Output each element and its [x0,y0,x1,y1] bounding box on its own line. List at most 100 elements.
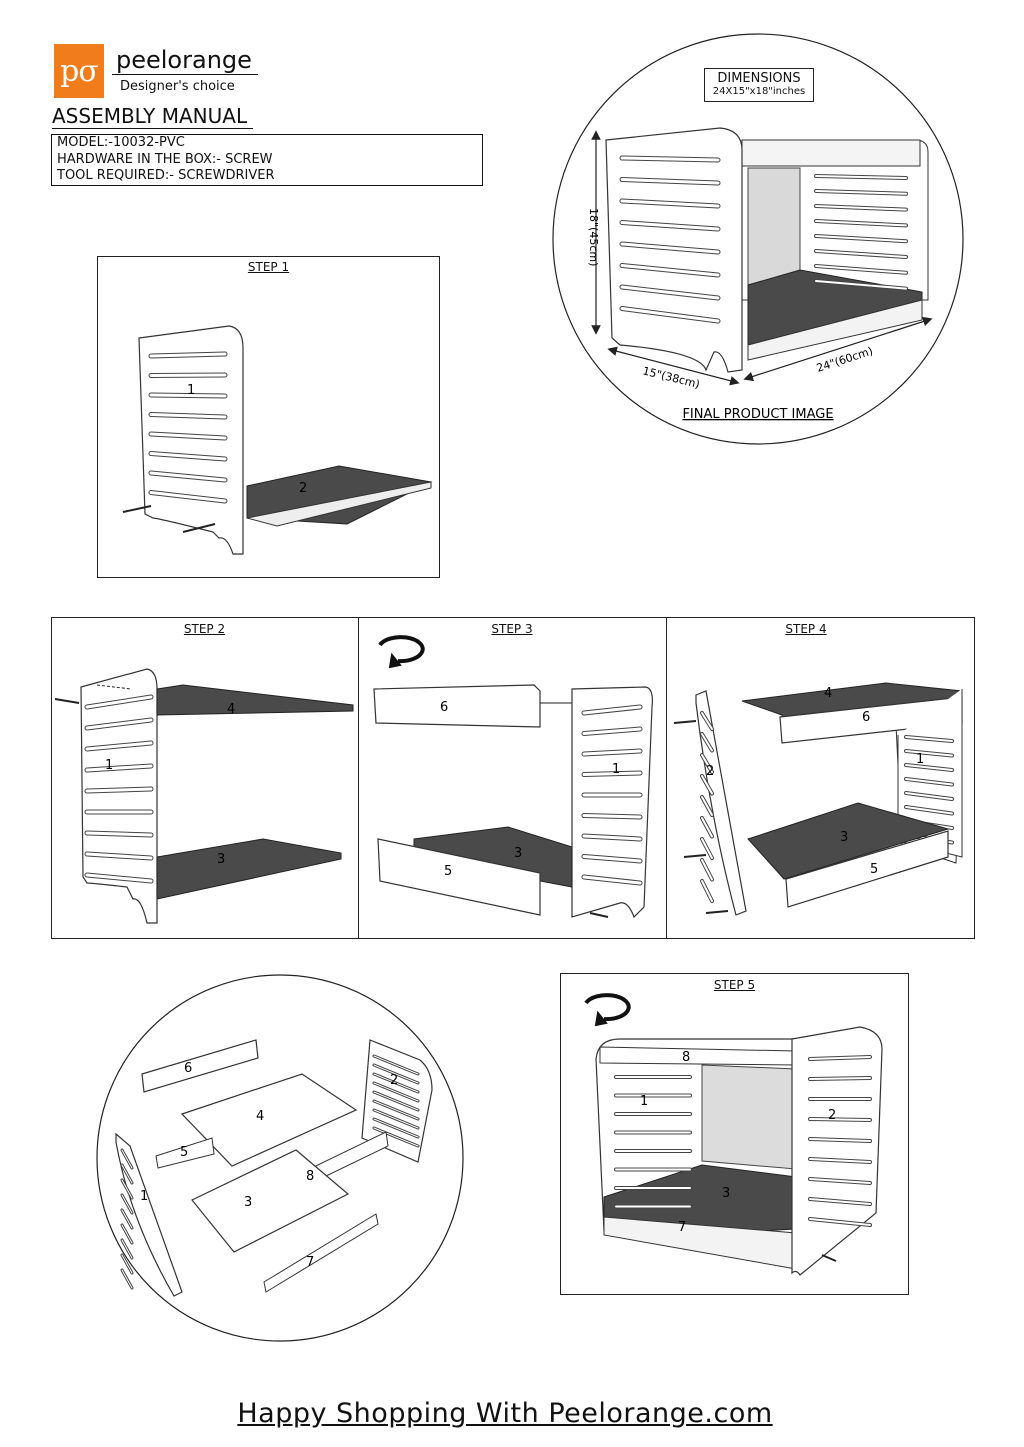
slat-line [373,1082,419,1102]
part-label: 6 [184,1061,192,1076]
part-label: 3 [244,1195,252,1210]
slat-line [582,855,642,863]
slat-line [121,1149,133,1169]
slat-line [373,1091,419,1111]
final-product-caption: FINAL PRODUCT IMAGE [682,407,833,422]
slat-line [373,1064,419,1084]
slat-line [620,178,720,185]
part-label: 3 [722,1186,730,1201]
slat-line [121,1269,133,1289]
step2-illustration: 4 1 3 [54,668,354,924]
screw-icon [589,912,609,918]
step4-title: STEP 4 [785,622,827,636]
slat-line [620,307,720,323]
slat-line [85,764,153,772]
slat-line [620,264,720,277]
info-hardware: HARDWARE IN THE BOX:- SCREW [57,151,273,167]
part-label: 1 [916,752,924,767]
slat-line [121,1209,133,1229]
part-label: 8 [306,1169,314,1184]
screw-icon [673,720,697,724]
part-label: 5 [870,862,878,877]
brand-logo: pσ [54,44,104,98]
step-divider [358,617,359,939]
slat-line [121,1254,133,1274]
part-label: 7 [306,1255,314,1270]
slat-line [815,235,907,243]
brand-tagline: Designer's choice [120,79,235,94]
screw-icon [821,1254,837,1262]
dimensions-box: DIMENSIONS 24X15"x18"inches [704,68,814,102]
slat-line [809,1056,871,1060]
part-label: 1 [187,383,195,398]
slat-line [701,775,713,795]
step1-illustration: 1 2 [122,325,433,555]
slat-line [809,1138,871,1142]
slat-line [373,1100,419,1120]
slat-line [905,806,953,815]
slat-line [85,695,153,709]
slat-line [815,175,907,179]
slat-line [815,205,907,211]
slat-line [815,265,907,274]
part-label: 1 [105,758,113,773]
logo-text: pσ [60,53,99,89]
slat-line [620,156,720,162]
screw-icon [705,910,729,914]
info-tool: TOOL REQUIRED:- SCREWDRIVER [57,168,275,183]
slat-line [620,199,720,208]
part-label: 4 [256,1109,264,1124]
slat-line [701,880,713,902]
slat-line [809,1178,871,1184]
slat-line [582,834,642,841]
slat-line [582,727,642,735]
rotate-icon [584,993,631,1027]
slat-line [809,1158,871,1163]
slat-line [905,792,953,800]
slat-line [809,1077,871,1080]
slat-line [85,718,153,730]
slat-line [905,764,953,771]
slat-line [149,373,227,377]
part-label: 8 [682,1050,690,1065]
slat-line [373,1109,419,1129]
slat-line [373,1073,419,1093]
part-label: 6 [440,700,448,715]
footer-slogan: Happy Shopping With Peelorange.com [237,1398,773,1429]
slat-line [149,471,227,482]
slat-line [701,838,713,859]
slat-line [121,1239,133,1259]
screw-icon [683,854,707,858]
part-label: 4 [227,702,235,717]
slat-line [701,817,713,838]
part-label: 1 [140,1189,148,1204]
slat-line [85,852,153,860]
dimensions-title: DIMENSIONS [717,71,801,86]
slat-line [815,250,907,258]
slat-line [620,242,720,254]
part-label: 3 [514,846,522,861]
slat-line [121,1164,133,1184]
part-label: 2 [828,1108,836,1123]
slat-line [582,771,642,776]
part-label: 7 [678,1220,686,1235]
slat-line [701,733,713,752]
slat-line [582,814,642,819]
part-label: 3 [840,830,848,845]
slat-line [149,393,227,398]
part-label: 4 [824,686,832,701]
slat-line [149,491,227,503]
slat-line [620,221,720,231]
step1-title: STEP 1 [247,260,290,274]
slat-line [582,749,642,756]
manual-title: ASSEMBLY MANUAL [52,104,254,129]
part-label: 3 [217,852,225,867]
part-label: 2 [299,481,307,496]
slat-line [905,778,953,786]
slat-line [815,220,907,227]
step4-illustration: 4 6 2 1 3 5 [673,682,963,916]
slat-line [815,280,907,290]
height-label: 18"(45cm) [587,208,600,266]
rotate-icon [378,635,425,669]
